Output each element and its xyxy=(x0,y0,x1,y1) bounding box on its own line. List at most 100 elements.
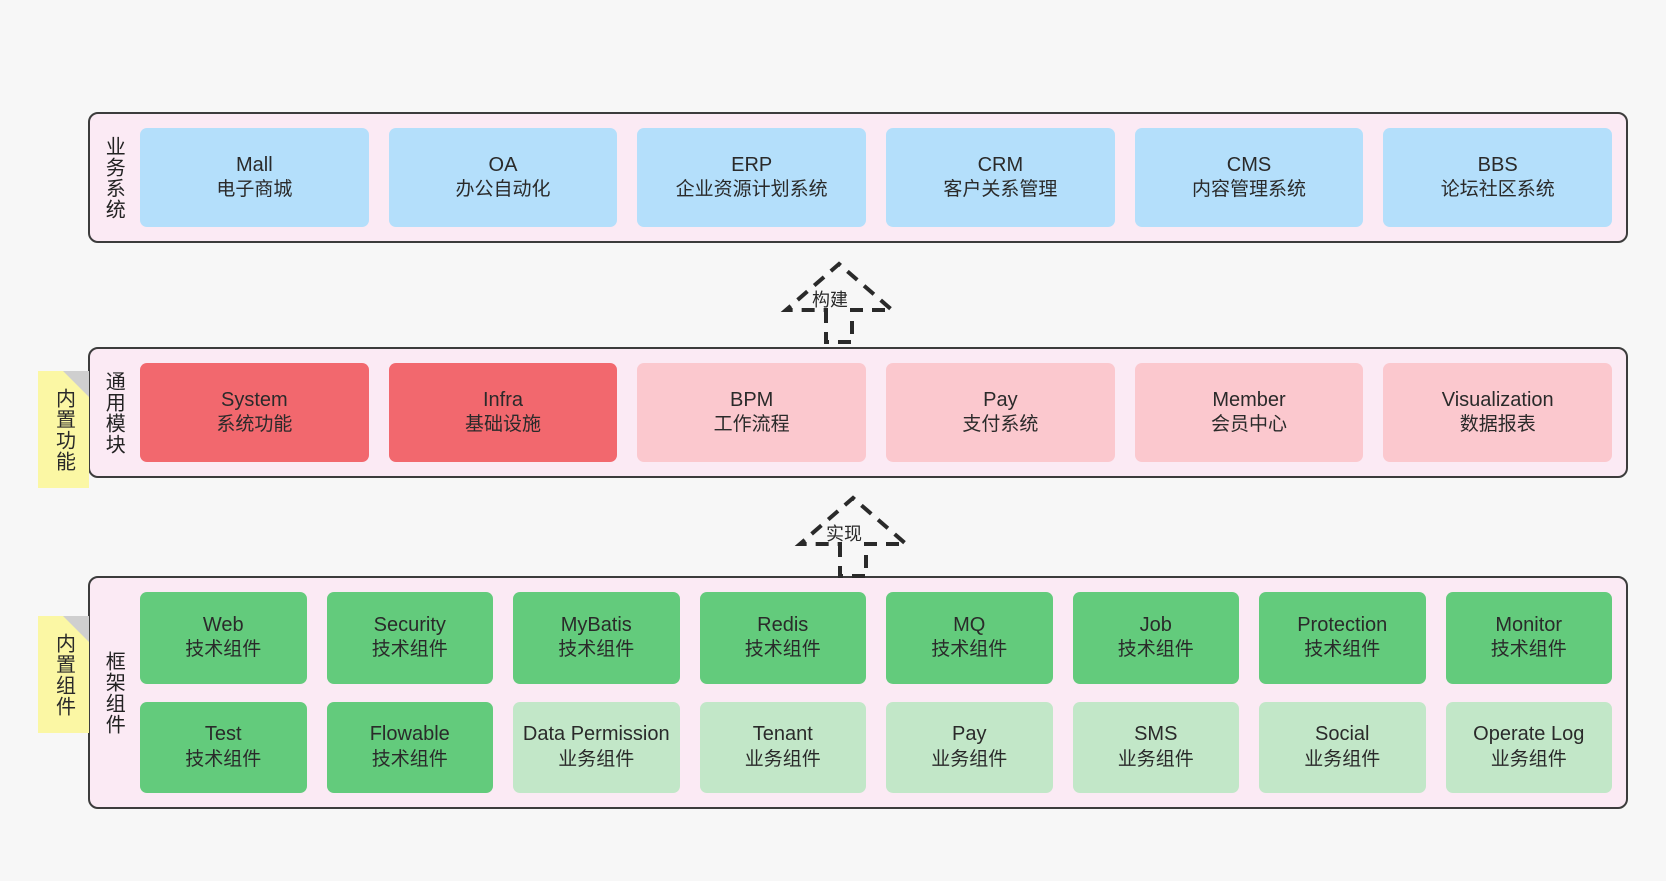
module-subtitle: 基础设施 xyxy=(465,414,542,436)
layer-business-systems: 业务系统 Mall 电子商城 OA 办公自动化 ERP 企业资源计划系统 CRM… xyxy=(88,112,1628,243)
module-subtitle: 技术组件 xyxy=(1304,639,1381,661)
uml-arrow-build: 构建 xyxy=(756,258,900,344)
module-title: Operate Log xyxy=(1473,723,1585,746)
module-title: BPM xyxy=(730,388,774,411)
module-box-test[interactable]: Test 技术组件 xyxy=(140,701,307,793)
module-box-system[interactable]: System 系统功能 xyxy=(140,363,369,462)
module-title: System xyxy=(220,388,288,411)
module-subtitle: 技术组件 xyxy=(185,639,262,661)
layer-caption-common-modules: 通用模块 xyxy=(102,370,125,455)
module-subtitle: 技术组件 xyxy=(931,639,1008,661)
module-subtitle: 技术组件 xyxy=(371,748,448,770)
module-box-security[interactable]: Security 技术组件 xyxy=(326,592,493,684)
layer-rows-framework-components: Web 技术组件 Security 技术组件 MyBatis 技术组件 Redi… xyxy=(136,578,1626,807)
module-title: Tenant xyxy=(752,723,813,746)
module-title: Security xyxy=(373,613,446,636)
module-subtitle: 会员中心 xyxy=(1211,414,1288,436)
module-title: Mall xyxy=(236,153,273,176)
module-title: MyBatis xyxy=(560,613,632,636)
module-box-social[interactable]: Social 业务组件 xyxy=(1259,701,1426,793)
box-row: Mall 电子商城 OA 办公自动化 ERP 企业资源计划系统 CRM 客户关系… xyxy=(140,128,1613,227)
module-box-oa[interactable]: OA 办公自动化 xyxy=(388,128,618,227)
module-box-visualization[interactable]: Visualization 数据报表 xyxy=(1383,363,1613,462)
module-box-mq[interactable]: MQ 技术组件 xyxy=(886,592,1053,684)
module-box-operate-log[interactable]: Operate Log 业务组件 xyxy=(1445,701,1612,793)
module-subtitle: 业务组件 xyxy=(1490,748,1567,770)
module-box-pay-component[interactable]: Pay 业务组件 xyxy=(886,701,1053,793)
sticky-note-label: 内置组件 xyxy=(52,632,75,717)
module-title: SMS xyxy=(1134,723,1178,746)
module-title: OA xyxy=(488,153,518,176)
sticky-fold-icon xyxy=(63,616,89,642)
module-subtitle: 办公自动化 xyxy=(455,179,551,201)
uml-arrow-implement: 实现 xyxy=(770,492,914,578)
module-box-tenant[interactable]: Tenant 业务组件 xyxy=(699,701,866,793)
module-subtitle: 论坛社区系统 xyxy=(1440,179,1555,201)
module-subtitle: 电子商城 xyxy=(216,179,293,201)
module-title: Data Permission xyxy=(522,723,670,746)
module-subtitle: 业务组件 xyxy=(1304,748,1381,770)
module-box-erp[interactable]: ERP 企业资源计划系统 xyxy=(637,128,867,227)
box-row: System 系统功能 Infra 基础设施 BPM 工作流程 Pay 支付系统… xyxy=(140,363,1613,462)
module-title: Pay xyxy=(983,388,1018,411)
layer-common-modules: 通用模块 System 系统功能 Infra 基础设施 BPM 工作流程 Pay… xyxy=(88,347,1628,478)
module-subtitle: 内容管理系统 xyxy=(1192,179,1307,201)
module-title: Test xyxy=(204,723,242,746)
module-subtitle: 业务组件 xyxy=(744,748,821,770)
module-box-bbs[interactable]: BBS 论坛社区系统 xyxy=(1383,128,1613,227)
uml-arrow-implement-shape xyxy=(794,495,912,578)
layer-rows-common-modules: System 系统功能 Infra 基础设施 BPM 工作流程 Pay 支付系统… xyxy=(136,349,1626,476)
module-box-mybatis[interactable]: MyBatis 技术组件 xyxy=(513,592,680,684)
module-box-cms[interactable]: CMS 内容管理系统 xyxy=(1134,128,1364,227)
module-box-member[interactable]: Member 会员中心 xyxy=(1134,363,1364,462)
layer-caption-framework-components: 框架组件 xyxy=(102,650,125,735)
module-title: ERP xyxy=(731,153,773,176)
module-box-monitor[interactable]: Monitor 技术组件 xyxy=(1445,592,1612,684)
module-box-protection[interactable]: Protection 技术组件 xyxy=(1259,592,1426,684)
module-title: BBS xyxy=(1477,153,1518,176)
module-title: CRM xyxy=(977,153,1024,176)
layer-rows-business-systems: Mall 电子商城 OA 办公自动化 ERP 企业资源计划系统 CRM 客户关系… xyxy=(136,114,1626,241)
module-subtitle: 业务组件 xyxy=(1117,748,1194,770)
module-subtitle: 技术组件 xyxy=(744,639,821,661)
uml-arrow-build-shape xyxy=(780,261,898,344)
module-subtitle: 支付系统 xyxy=(962,414,1039,436)
module-box-pay[interactable]: Pay 支付系统 xyxy=(886,363,1115,462)
module-title: Visualization xyxy=(1441,388,1554,411)
module-subtitle: 数据报表 xyxy=(1459,414,1536,436)
module-title: Monitor xyxy=(1495,613,1563,636)
module-subtitle: 技术组件 xyxy=(371,639,448,661)
sticky-note-builtin-features: 内置功能 xyxy=(38,371,89,488)
module-box-crm[interactable]: CRM 客户关系管理 xyxy=(886,128,1115,227)
module-subtitle: 工作流程 xyxy=(713,414,790,436)
sticky-note-builtin-components: 内置组件 xyxy=(38,616,89,733)
box-row: Web 技术组件 Security 技术组件 MyBatis 技术组件 Redi… xyxy=(140,592,1612,684)
module-box-mall[interactable]: Mall 电子商城 xyxy=(140,128,369,227)
layer-framework-components: 框架组件 Web 技术组件 Security 技术组件 MyBatis 技术组件… xyxy=(88,576,1628,809)
module-title: Member xyxy=(1212,388,1286,411)
module-title: Flowable xyxy=(369,723,450,746)
sticky-fold-icon xyxy=(63,371,89,397)
module-subtitle: 企业资源计划系统 xyxy=(675,179,828,201)
module-box-redis[interactable]: Redis 技术组件 xyxy=(699,592,866,684)
module-title: Social xyxy=(1315,723,1370,746)
sticky-note-label: 内置功能 xyxy=(52,387,75,472)
module-subtitle: 技术组件 xyxy=(1490,639,1567,661)
module-box-bpm[interactable]: BPM 工作流程 xyxy=(637,363,867,462)
module-box-web[interactable]: Web 技术组件 xyxy=(140,592,307,684)
module-box-infra[interactable]: Infra 基础设施 xyxy=(388,363,618,462)
module-box-sms[interactable]: SMS 业务组件 xyxy=(1072,701,1239,793)
layer-caption-business-systems: 业务系统 xyxy=(102,135,125,220)
module-title: CMS xyxy=(1226,153,1272,176)
module-box-job[interactable]: Job 技术组件 xyxy=(1072,592,1239,684)
module-box-flowable[interactable]: Flowable 技术组件 xyxy=(326,701,493,793)
module-subtitle: 业务组件 xyxy=(558,748,635,770)
module-title: Protection xyxy=(1297,613,1388,636)
uml-arrow-implement-label: 实现 xyxy=(826,524,862,544)
module-title: Redis xyxy=(757,613,809,636)
module-subtitle: 技术组件 xyxy=(1117,639,1194,661)
module-title: Pay xyxy=(952,723,987,746)
module-title: Web xyxy=(202,613,244,636)
module-box-data-permission[interactable]: Data Permission 业务组件 xyxy=(513,701,680,793)
